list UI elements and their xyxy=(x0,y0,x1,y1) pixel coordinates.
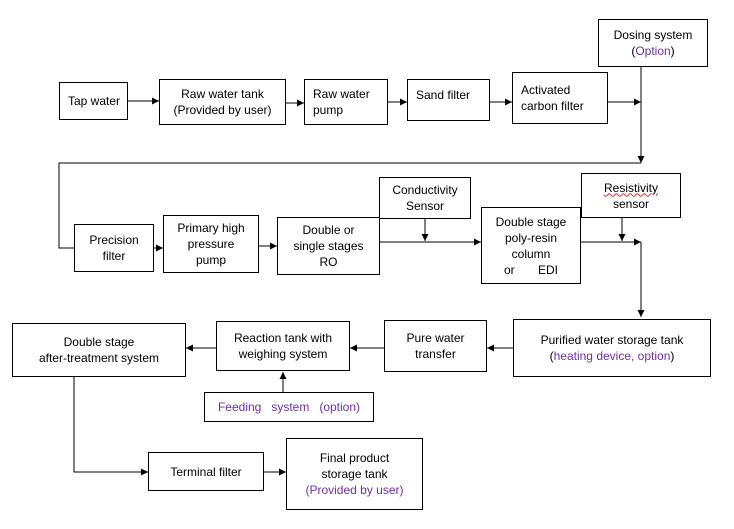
node-label: Sensor xyxy=(405,199,445,213)
node-label: Tap water xyxy=(68,94,121,108)
node-label: Raw water xyxy=(313,87,370,101)
tap-water-box: Tap water xyxy=(59,82,128,120)
node-label: Purified water storage tank xyxy=(540,333,684,347)
node-label: (Provided by user) xyxy=(305,483,404,497)
terminal-filter-box: Terminal filter xyxy=(148,452,264,491)
reaction-tank-box: Reaction tank with weighing system xyxy=(216,321,350,371)
raw-water-tank-box: Raw water tank (Provided by user) xyxy=(159,79,286,125)
node-label: Conductivity xyxy=(392,183,458,197)
node-label: or EDI xyxy=(503,262,558,277)
node-label: storage tank xyxy=(321,467,388,481)
node-label: Raw water tank xyxy=(181,87,264,101)
node-label: Final product xyxy=(319,451,390,465)
node-label: Sand filter xyxy=(416,88,471,102)
node-label: poly-resin xyxy=(504,230,558,245)
paren-close: ) xyxy=(670,44,675,58)
node-label: pump xyxy=(195,253,227,267)
feeding-system-box: Feeding system (option) xyxy=(204,392,374,422)
node-label: Pure water xyxy=(406,331,465,345)
node-label: Reaction tank with xyxy=(233,331,333,345)
line-row1-return xyxy=(58,162,641,249)
purified-water-storage-tank-box: Purified water storage tank (heating dev… xyxy=(513,319,711,377)
node-label: Double stage xyxy=(495,214,567,229)
node-label: after-treatment system xyxy=(38,351,160,365)
line-aftertreatment-to-terminal xyxy=(73,377,148,476)
conductivity-sensor-box: Conductivity Sensor xyxy=(379,177,471,219)
node-label: sensor xyxy=(612,196,650,211)
node-label: Primary high xyxy=(177,221,245,235)
node-label: Feeding system (option) xyxy=(217,400,361,414)
node-label: Double stage xyxy=(63,335,135,349)
paren-close: ) xyxy=(670,349,675,363)
node-label: carbon filter xyxy=(521,99,584,113)
node-label: single stages xyxy=(293,239,364,253)
node-label: RO xyxy=(319,255,338,269)
ro-box: Double or single stages RO xyxy=(277,217,380,275)
option-label: heating device, option xyxy=(553,349,671,363)
node-label: Double or xyxy=(302,223,355,237)
node-label-option-line: (Option) xyxy=(631,43,674,59)
paren-open: ( xyxy=(631,44,636,58)
primary-high-pressure-pump-box: Primary high pressure pump xyxy=(163,215,259,273)
node-label: transfer xyxy=(415,347,456,361)
pure-water-transfer-box: Pure water transfer xyxy=(384,320,487,372)
precision-filter-box: Precision filter xyxy=(74,224,154,272)
resistivity-sensor-box: Resistivity sensor xyxy=(581,173,681,218)
node-label: pressure xyxy=(187,237,235,251)
node-label-option-line: (heating device, option) xyxy=(550,348,675,364)
paren-open: ( xyxy=(549,349,554,363)
node-label: Precision xyxy=(89,233,139,247)
after-treatment-system-box: Double stage after-treatment system xyxy=(12,323,186,377)
node-label: Terminal filter xyxy=(170,464,242,479)
node-label: column xyxy=(511,246,551,261)
node-label: Dosing system xyxy=(613,28,693,42)
final-product-storage-tank-box: Final product storage tank (Provided by … xyxy=(286,438,423,510)
dosing-system-box: Dosing system (Option) xyxy=(598,19,708,67)
node-label: weighing system xyxy=(238,347,328,361)
activated-carbon-filter-box: Activated carbon filter xyxy=(512,72,608,124)
node-label: Resistivity xyxy=(603,180,658,195)
node-label: pump xyxy=(313,103,344,117)
sand-filter-box: Sand filter xyxy=(407,79,490,121)
option-label: Option xyxy=(635,44,671,58)
poly-resin-column-box: Double stage poly-resin column or EDI xyxy=(481,207,581,284)
node-label: filter xyxy=(102,249,126,263)
node-label: Activated xyxy=(521,83,571,97)
raw-water-pump-box: Raw water pump xyxy=(304,79,388,125)
node-label: (Provided by user) xyxy=(173,103,272,117)
